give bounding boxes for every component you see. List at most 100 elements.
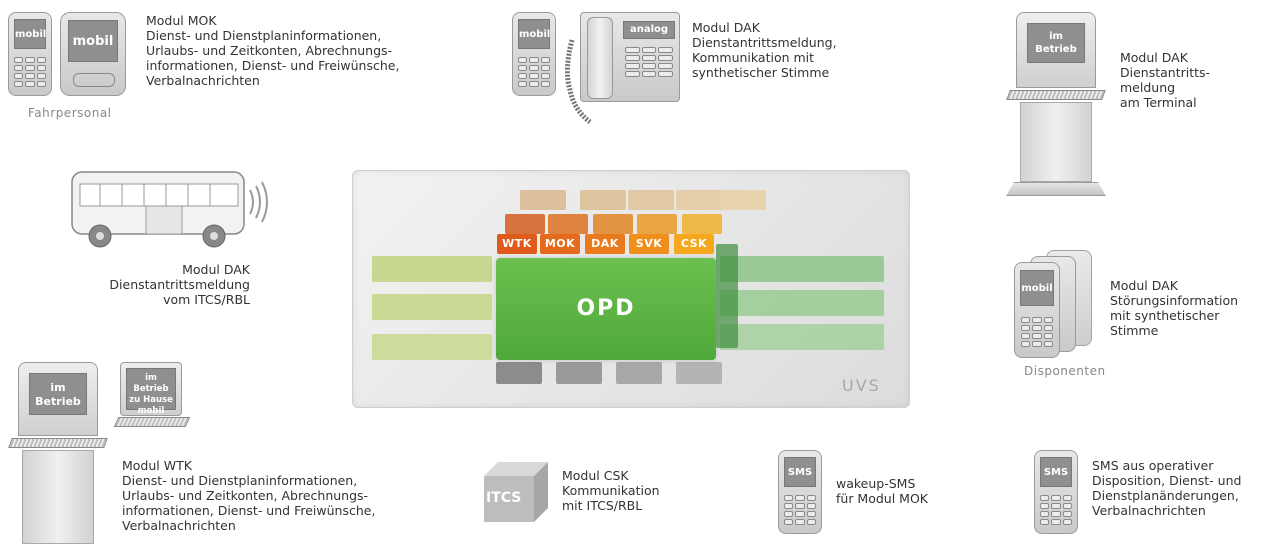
terminal-kiosk: im Betrieb xyxy=(1016,12,1096,88)
terminal-screen: im Betrieb xyxy=(29,373,87,415)
desk-phone-screen: analog xyxy=(623,21,675,39)
phone-nav-buttons xyxy=(73,73,115,87)
uvs-label: UVS xyxy=(842,376,881,395)
bottom-block xyxy=(556,362,602,384)
laptop-keyboard xyxy=(113,417,191,427)
phone-screen: mobil xyxy=(1020,270,1054,306)
text-wakeup-sms: wakeup-SMS für Modul MOK xyxy=(836,476,928,506)
phone-screen: mobil xyxy=(14,19,46,49)
phone-screen: mobil xyxy=(68,20,118,62)
desk-phone-handset xyxy=(587,17,613,99)
text-line: Dienstantrittsmeldung xyxy=(109,277,250,292)
phone-keypad xyxy=(1021,317,1053,347)
stack-block xyxy=(580,190,626,210)
stack-block xyxy=(720,190,766,210)
module-top xyxy=(637,214,677,234)
text-line: Dienstantrittsmeldung, xyxy=(692,35,837,50)
itcs-cube-icon xyxy=(484,462,548,522)
terminal-pole xyxy=(1020,102,1092,182)
terminal-base xyxy=(1006,182,1106,196)
phone-keypad xyxy=(784,495,816,525)
stack-block xyxy=(628,190,674,210)
phone-screen: SMS xyxy=(784,457,816,487)
terminal-screen-label: im xyxy=(50,381,66,394)
text-line: informationen, Dienst- und Freiwünsche, xyxy=(146,58,400,73)
text-line: Verbalnachrichten xyxy=(122,518,236,533)
itcs-label: ITCS xyxy=(486,490,522,506)
text-line: Modul MOK xyxy=(146,13,217,28)
module-top xyxy=(682,214,722,234)
right-layer xyxy=(720,290,884,316)
phone-screen-label: mobil xyxy=(72,34,114,49)
terminal-kiosk: im Betrieb xyxy=(18,362,98,436)
left-layer xyxy=(372,256,492,282)
terminal-pole xyxy=(22,450,94,544)
text-line: vom ITCS/RBL xyxy=(163,292,250,307)
phone-keypad xyxy=(14,57,46,87)
module-label: CSK xyxy=(680,237,708,250)
terminal-screen-label: im xyxy=(1049,31,1063,42)
text-line: wakeup-SMS xyxy=(836,476,916,491)
phone-screen-label: mobil xyxy=(15,29,47,40)
mobile-phone-large: mobil xyxy=(60,12,126,96)
desk-phone: analog xyxy=(580,12,680,102)
stack-block xyxy=(676,190,722,210)
module-wtk: WTK xyxy=(497,234,537,254)
text-line: informationen, Dienst- und Freiwünsche, xyxy=(122,503,376,518)
text-line: Modul CSK xyxy=(562,468,629,483)
left-layer xyxy=(372,294,492,320)
mobile-phone-sms: SMS xyxy=(778,450,822,534)
text-line: mit synthetischer xyxy=(1110,308,1220,323)
phone-keypad xyxy=(1040,495,1072,525)
text-line: Modul DAK xyxy=(182,262,250,277)
text-line: Modul DAK xyxy=(1110,278,1178,293)
text-modul-mok: Modul MOK Dienst- und Dienstplaninformat… xyxy=(146,13,399,88)
opd-side xyxy=(716,244,738,348)
bottom-block xyxy=(676,362,722,384)
terminal-screen: im Betrieb xyxy=(1027,23,1085,63)
text-line: Störungsinformation xyxy=(1110,293,1239,308)
text-line: synthetischer Stimme xyxy=(692,65,830,80)
text-line: Modul DAK xyxy=(1120,50,1188,65)
text-modul-dak-phone: Modul DAK Dienstantrittsmeldung, Kommuni… xyxy=(692,20,837,80)
text-line: Dienst- und Dienstplaninformationen, xyxy=(146,28,382,43)
laptop-screen-label: im Betrieb xyxy=(133,373,169,394)
desk-phone-label: analog xyxy=(629,24,669,35)
bottom-block xyxy=(616,362,662,384)
text-line: Dienstplanänderungen, xyxy=(1092,488,1239,503)
text-line: Modul DAK xyxy=(692,20,760,35)
phone-screen: mobil xyxy=(518,19,550,49)
phone-keypad xyxy=(518,57,550,87)
text-line: Urlaubs- und Zeitkonten, Abrechnungs- xyxy=(146,43,393,58)
phone-screen-label: SMS xyxy=(787,467,813,478)
phone-screen-label: SMS xyxy=(1043,467,1069,478)
text-modul-wtk: Modul WTK Dienst- und Dienstplaninformat… xyxy=(122,458,375,533)
right-layer xyxy=(720,256,884,282)
opd-label: OPD xyxy=(576,296,636,321)
phone-screen-label: mobil xyxy=(519,29,551,40)
text-modul-dak-terminal: Modul DAK Dienstantritts- meldung am Ter… xyxy=(1120,50,1210,110)
terminal-screen-label: Betrieb xyxy=(35,395,81,408)
terminal-keyboard xyxy=(8,438,108,448)
text-modul-dak-bus: Modul DAK Dienstantrittsmeldung vom ITCS… xyxy=(60,262,250,307)
stack-block xyxy=(520,190,566,210)
desk-phone-cord-icon xyxy=(564,39,592,124)
mobile-phone-small: mobil xyxy=(8,12,52,96)
desk-phone-keypad xyxy=(625,47,673,77)
text-line: meldung xyxy=(1120,80,1176,95)
text-sms-operativ: SMS aus operativer Disposition, Dienst- … xyxy=(1092,458,1241,518)
text-line: Dienst- und Dienstplaninformationen, xyxy=(122,473,358,488)
text-line: Urlaubs- und Zeitkonten, Abrechnungs- xyxy=(122,488,369,503)
text-line: Dienstantritts- xyxy=(1120,65,1211,80)
text-line: Disposition, Dienst- und xyxy=(1092,473,1242,488)
text-line: Verbalnachrichten xyxy=(1092,503,1206,518)
module-label: SVK xyxy=(635,237,663,250)
text-modul-dak-stoerung: Modul DAK Störungsinformation mit synthe… xyxy=(1110,278,1238,338)
right-layer xyxy=(720,324,884,350)
module-top xyxy=(548,214,588,234)
mobile-phone: mobil xyxy=(1014,262,1060,358)
laptop: im Betrieb zu Hause mobil xyxy=(120,362,182,416)
phone-screen: SMS xyxy=(1040,457,1072,487)
module-dak: DAK xyxy=(585,234,625,254)
mobile-phone: mobil xyxy=(512,12,556,96)
